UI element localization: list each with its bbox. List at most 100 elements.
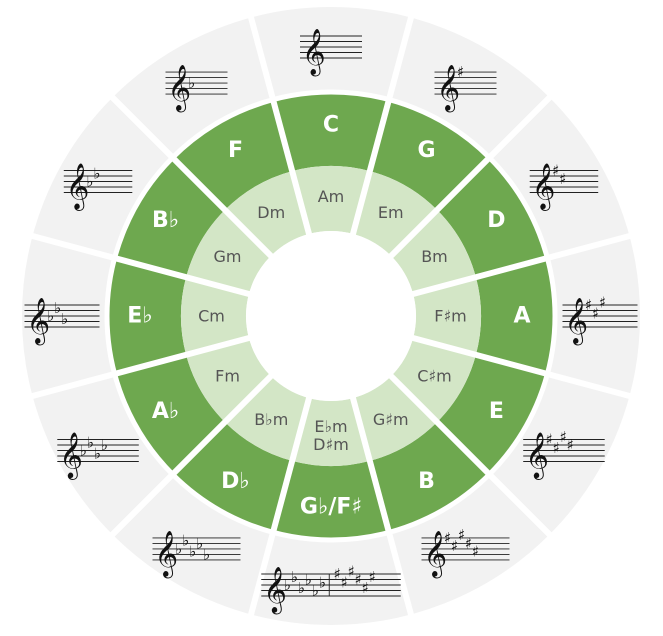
flat-icon: ♭ bbox=[189, 543, 196, 561]
major-key-label-d-flat: D♭ bbox=[221, 469, 250, 494]
sharp-icon: ♯ bbox=[592, 304, 599, 322]
outer-edge bbox=[20, 5, 642, 627]
flat-icon: ♭ bbox=[291, 568, 298, 586]
sharp-icon: ♯ bbox=[458, 526, 465, 544]
key-signature-cell-e bbox=[489, 373, 631, 536]
minor-key-segment-a bbox=[413, 277, 482, 355]
major-key-label-b-flat: B♭ bbox=[152, 208, 179, 233]
treble-clef-icon: 𝄞 bbox=[59, 433, 83, 481]
key-signature-staff: 𝄞♯♯ bbox=[529, 162, 599, 212]
major-key-label-g-flat-f-sharp: G♭/F♯ bbox=[300, 495, 362, 520]
minor-key-segment-b-flat bbox=[186, 209, 271, 295]
flat-icon: ♭ bbox=[182, 532, 189, 550]
sharp-icon: ♯ bbox=[341, 573, 348, 591]
key-signatures: 𝄞𝄞♯𝄞♯♯𝄞♯♯♯𝄞♯♯♯♯𝄞♯♯♯♯♯𝄞♭♭♭♭♭♭♯♯♯♯♯♯𝄞♭♭♭♭♭… bbox=[24, 29, 638, 615]
sharp-icon: ♯ bbox=[348, 562, 355, 580]
major-key-label-c: C bbox=[323, 113, 339, 138]
key-signature-staff: 𝄞 bbox=[300, 29, 362, 77]
sharp-icon: ♯ bbox=[560, 428, 567, 446]
minor-key-label-gm: Gm bbox=[214, 247, 242, 266]
major-key-label-a: A bbox=[513, 304, 530, 329]
sharp-icon: ♯ bbox=[553, 439, 560, 457]
flat-icon: ♭ bbox=[203, 545, 210, 563]
segment-divider bbox=[247, 395, 313, 619]
minor-key-label-fm: Fm bbox=[215, 366, 240, 385]
minor-key-segment-g-flat-f-sharp bbox=[292, 398, 370, 467]
key-signature-staff: 𝄞♭ bbox=[165, 65, 228, 113]
treble-clef-icon: 𝄞 bbox=[66, 164, 90, 212]
minor-key-label-d-sharpm: D♯m bbox=[313, 435, 349, 454]
minor-key-label-dm: Dm bbox=[257, 203, 285, 222]
minor-key-segment-e-flat bbox=[181, 277, 249, 355]
treble-clef-icon: 𝄞 bbox=[168, 65, 192, 113]
key-signature-staff: 𝄞♭♭♭♭♭♭♯♯♯♯♯♯ bbox=[261, 562, 401, 615]
key-signature-cell-g bbox=[388, 16, 551, 158]
flat-icon: ♭ bbox=[87, 433, 94, 451]
major-key-label-d: D bbox=[487, 208, 505, 233]
treble-clef-icon: 𝄞 bbox=[525, 433, 549, 481]
major-key-segment-g bbox=[369, 99, 490, 210]
treble-clef-icon: 𝄞 bbox=[263, 567, 287, 615]
major-key-segment-e-flat bbox=[107, 258, 187, 374]
sharp-icon: ♯ bbox=[546, 431, 553, 449]
sharp-icon: ♯ bbox=[599, 293, 606, 311]
sharp-icon: ♯ bbox=[457, 63, 464, 81]
sharp-icon: ♯ bbox=[472, 543, 479, 561]
segment-divider bbox=[28, 334, 252, 400]
treble-clef-icon: 𝄞 bbox=[27, 298, 51, 346]
sharp-icon: ♯ bbox=[362, 579, 369, 597]
major-key-segment-d-flat bbox=[172, 422, 293, 533]
flat-icon: ♭ bbox=[312, 582, 319, 600]
minor-key-segment-b bbox=[352, 376, 438, 461]
major-key-label-a-flat: A♭ bbox=[152, 399, 179, 424]
sharp-icon: ♯ bbox=[334, 565, 341, 583]
segment-divider bbox=[410, 334, 634, 400]
segment-divider bbox=[410, 232, 634, 298]
flat-icon: ♭ bbox=[196, 534, 203, 552]
flat-icon: ♭ bbox=[175, 540, 182, 558]
minor-key-label-am: Am bbox=[318, 187, 345, 206]
key-signature-cell-b-flat bbox=[31, 96, 173, 259]
segment-divider bbox=[108, 93, 275, 260]
key-signature-cell-b bbox=[388, 474, 551, 616]
minor-key-segment-d-flat bbox=[224, 376, 310, 461]
treble-clef-icon: 𝄞 bbox=[302, 29, 326, 77]
sharp-icon: ♯ bbox=[369, 568, 376, 586]
flat-icon: ♭ bbox=[284, 576, 291, 594]
minor-key-label-c-sharpm: C♯m bbox=[417, 366, 452, 385]
minor-key-label-em: Em bbox=[378, 203, 404, 222]
sharp-icon: ♯ bbox=[355, 571, 362, 589]
flat-icon: ♭ bbox=[80, 442, 87, 460]
major-key-segment-f bbox=[172, 99, 293, 210]
segment-divider bbox=[387, 93, 554, 260]
sharp-icon: ♯ bbox=[559, 170, 566, 188]
flat-icon: ♭ bbox=[93, 164, 100, 182]
flat-icon: ♭ bbox=[47, 307, 54, 325]
major-key-label-g: G bbox=[417, 138, 435, 163]
major-key-segment-a bbox=[475, 258, 555, 374]
sharp-icon: ♯ bbox=[567, 436, 574, 454]
sharp-icon: ♯ bbox=[552, 162, 559, 180]
flat-icon: ♭ bbox=[298, 579, 305, 597]
center-circle bbox=[246, 231, 416, 401]
key-signature-staff: 𝄞♭♭♭ bbox=[24, 298, 100, 346]
sharp-icon: ♯ bbox=[444, 529, 451, 547]
key-signature-staff: 𝄞♯♯♯♯♯ bbox=[421, 526, 510, 579]
major-key-segment-c bbox=[273, 92, 389, 172]
major-key-label-f: F bbox=[228, 138, 243, 163]
key-signature-cell-f bbox=[111, 16, 274, 158]
minor-key-label-e-flatm: E♭m bbox=[314, 417, 347, 436]
treble-clef-icon: 𝄞 bbox=[565, 298, 589, 346]
minor-key-label-g-sharpm: G♯m bbox=[373, 410, 409, 429]
major-key-segment-a-flat bbox=[114, 354, 225, 475]
key-signature-staff: 𝄞♭♭ bbox=[63, 164, 133, 212]
segment-dividers bbox=[20, 5, 642, 627]
key-signature-staff: 𝄞♭♭♭♭♭ bbox=[152, 531, 241, 579]
minor-key-label-cm: Cm bbox=[198, 307, 225, 326]
major-key-segment-g-flat-f-sharp bbox=[273, 460, 389, 540]
segment-divider bbox=[349, 13, 415, 237]
sharp-icon: ♯ bbox=[451, 537, 458, 555]
minor-key-segment-f bbox=[224, 171, 310, 256]
